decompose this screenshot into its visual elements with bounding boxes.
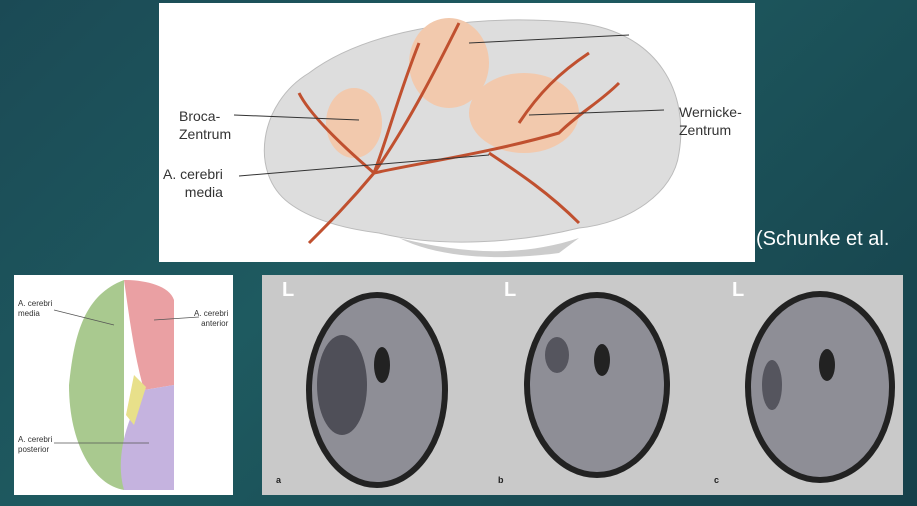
mri-b-label: b xyxy=(498,475,504,485)
territory-drawing xyxy=(53,280,200,490)
mri-series: L L L a b c xyxy=(262,275,903,495)
brain-lateral-drawing xyxy=(233,18,682,258)
mri-a-side: L xyxy=(282,279,295,301)
brain-lateral-illustration: Broca- Zentrum A. cerebri media Wernicke… xyxy=(159,3,755,262)
brain-axial-territories-illustration: A. cerebri media A. cerebri anterior A. … xyxy=(14,275,233,495)
mri-c-label: c xyxy=(714,475,720,485)
mri-b-side: L xyxy=(504,279,517,301)
media-label: A. cerebri media xyxy=(18,299,53,318)
broca-label: Broca- Zentrum xyxy=(179,108,232,142)
mri-scans xyxy=(306,291,895,488)
citation: (Schunke et al. xyxy=(756,228,890,250)
anterior-label: A. cerebri anterior xyxy=(194,309,229,328)
posterior-label: A. cerebri posterior xyxy=(18,435,53,454)
artery-media-label: A. cerebri media xyxy=(163,166,223,200)
mri-a-label: a xyxy=(276,475,282,485)
wernicke-label: Wernicke- Zentrum xyxy=(679,104,742,138)
mri-c-side: L xyxy=(732,279,745,301)
